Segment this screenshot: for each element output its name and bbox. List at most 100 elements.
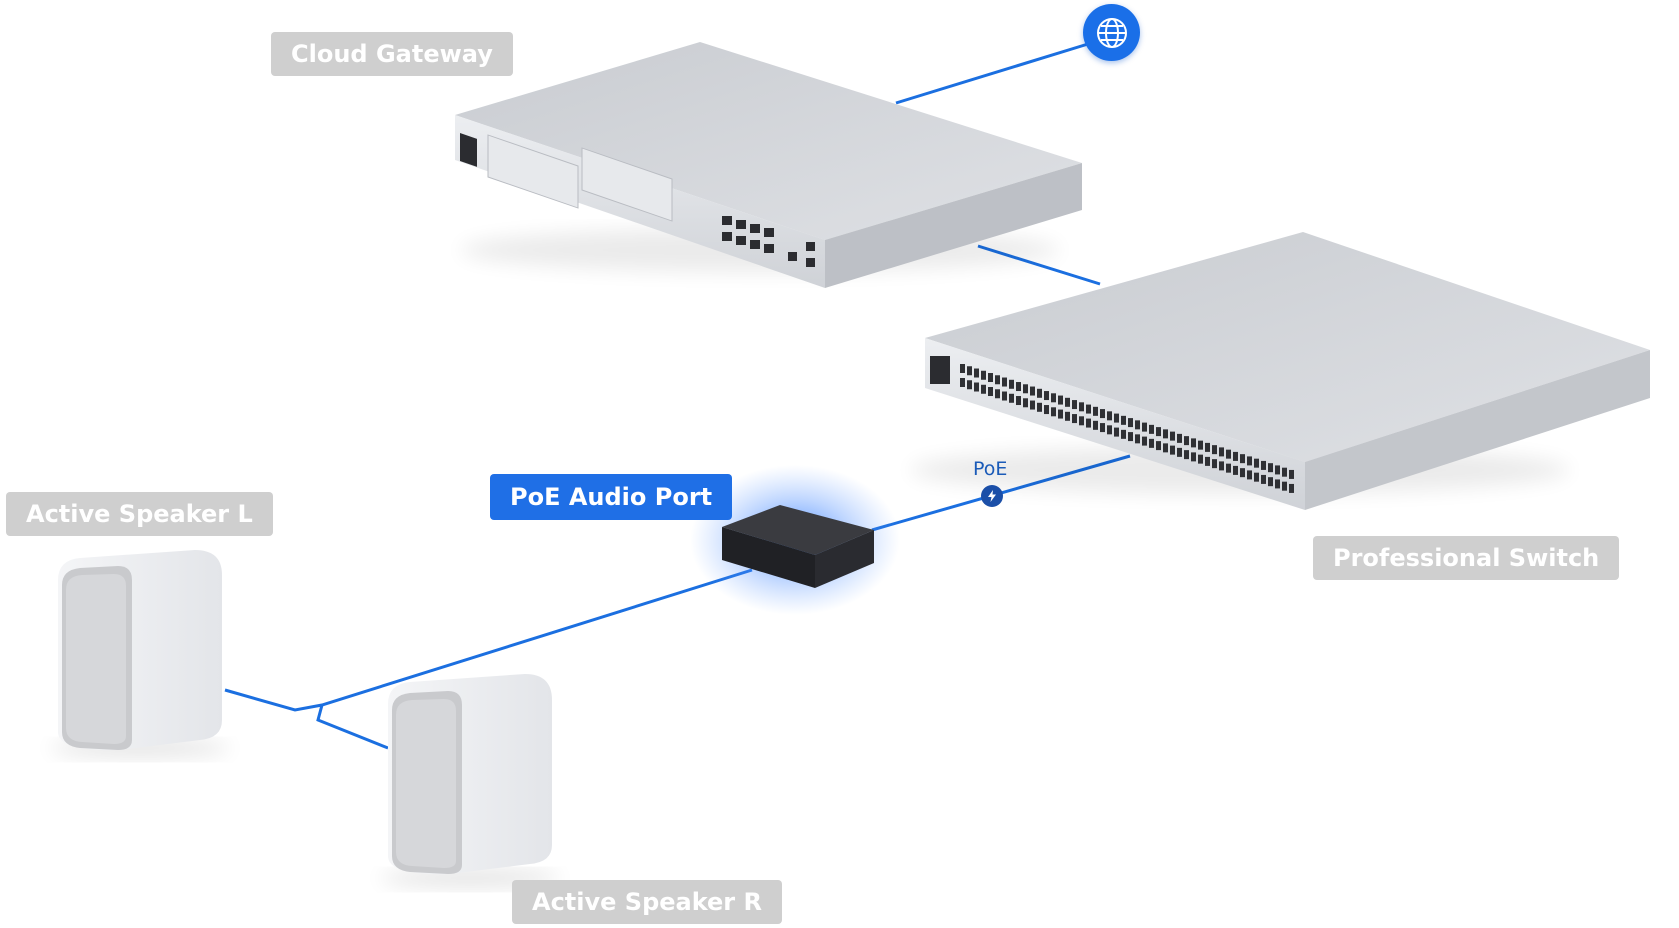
- poe-power-indicator: [981, 485, 1003, 507]
- switch-port: [974, 368, 979, 378]
- switch-port: [1051, 407, 1056, 417]
- switch-port: [1247, 456, 1252, 466]
- switch-port: [1282, 481, 1287, 491]
- switch-port: [1002, 377, 1007, 387]
- switch-port: [1107, 411, 1112, 421]
- switch-port: [1149, 424, 1154, 434]
- link-internet-gateway: [895, 42, 1089, 105]
- switch-port: [1065, 411, 1070, 421]
- switch-port: [981, 370, 986, 380]
- switch-port: [960, 378, 965, 387]
- link-port-speakers: [224, 568, 753, 712]
- switch-port: [1072, 400, 1077, 410]
- professional-switch-label: Professional Switch: [1313, 536, 1620, 580]
- switch-port: [1086, 418, 1091, 428]
- switch-port: [1198, 440, 1203, 450]
- switch-port: [1261, 474, 1266, 484]
- switch-port: [1051, 393, 1056, 403]
- switch-port: [1198, 454, 1203, 464]
- switch-port: [1240, 454, 1245, 464]
- link-branch-speaker-r: [316, 704, 389, 750]
- switch-port: [1037, 388, 1042, 398]
- switch-port: [1079, 402, 1084, 412]
- switch-port: [988, 373, 993, 383]
- switch-port: [1205, 442, 1210, 452]
- switch-port: [1023, 398, 1028, 408]
- switch-port: [1177, 433, 1182, 443]
- poe-audio-port-device: [690, 465, 900, 615]
- switch-port: [1058, 395, 1063, 405]
- switch-port: [1044, 405, 1049, 415]
- switch-port: [960, 364, 965, 373]
- switch-port: [1142, 436, 1147, 446]
- switch-port: [981, 384, 986, 394]
- switch-port: [1233, 465, 1238, 475]
- switch-port: [967, 380, 972, 390]
- switch-port: [1156, 427, 1161, 437]
- lightning-bolt-icon: [988, 490, 996, 502]
- active-speaker-l-device: [50, 550, 230, 756]
- switch-port: [1023, 384, 1028, 394]
- switch-port: [1275, 479, 1280, 489]
- switch-port: [1233, 451, 1238, 461]
- cloud-gateway-device: [455, 42, 1082, 288]
- switch-port: [1142, 422, 1147, 432]
- switch-port: [1044, 391, 1049, 401]
- switch-port: [1177, 447, 1182, 457]
- professional-switch-device: [910, 232, 1650, 510]
- active-speaker-r-label: Active Speaker R: [512, 880, 782, 924]
- switch-port: [1016, 396, 1021, 406]
- switch-port: [1079, 416, 1084, 426]
- switch-port: [1191, 438, 1196, 448]
- switch-port: [1128, 432, 1133, 442]
- switch-port: [1100, 409, 1105, 419]
- switch-port: [1212, 459, 1217, 469]
- internet-globe: [1083, 4, 1140, 61]
- switch-port: [1163, 429, 1168, 439]
- switch-port: [1135, 434, 1140, 444]
- switch-port: [1170, 445, 1175, 455]
- switch-port: [995, 389, 1000, 399]
- switch-port: [974, 382, 979, 392]
- poe-audio-port-label: PoE Audio Port: [490, 474, 733, 520]
- switch-port: [1205, 456, 1210, 466]
- switch-port: [1275, 465, 1280, 475]
- switch-port: [967, 366, 972, 376]
- switch-port: [1107, 425, 1112, 435]
- switch-port: [1163, 443, 1168, 453]
- switch-port: [1261, 460, 1266, 470]
- switch-port: [1009, 379, 1014, 389]
- switch-port: [1282, 467, 1287, 477]
- switch-port: [1254, 458, 1259, 468]
- switch-port: [1135, 420, 1140, 430]
- switch-port: [1114, 427, 1119, 437]
- switch-port: [1016, 382, 1021, 392]
- switch-port: [1149, 438, 1154, 448]
- switch-port: [1100, 423, 1105, 433]
- switch-port: [1247, 470, 1252, 480]
- switch-port: [1093, 420, 1098, 430]
- switch-port: [1219, 461, 1224, 471]
- switch-port: [1268, 463, 1273, 473]
- switch-port: [1156, 441, 1161, 451]
- switch-port: [1030, 386, 1035, 396]
- switch-port: [1086, 404, 1091, 414]
- switch-port: [1289, 469, 1294, 479]
- cloud-gateway-label: Cloud Gateway: [271, 32, 513, 76]
- switch-port: [1254, 472, 1259, 482]
- globe-icon: [1096, 17, 1127, 48]
- switch-port: [1121, 429, 1126, 439]
- switch-port: [1212, 445, 1217, 455]
- switch-port: [1065, 397, 1070, 407]
- switch-port: [1093, 406, 1098, 416]
- switch-port: [1058, 409, 1063, 419]
- switch-port: [1037, 402, 1042, 412]
- switch-port: [1268, 477, 1273, 487]
- switch-port: [1219, 447, 1224, 457]
- switch-port: [988, 387, 993, 397]
- switch-port: [1191, 452, 1196, 462]
- switch-port: [1128, 418, 1133, 428]
- switch-port: [1184, 450, 1189, 460]
- switch-port: [1114, 413, 1119, 423]
